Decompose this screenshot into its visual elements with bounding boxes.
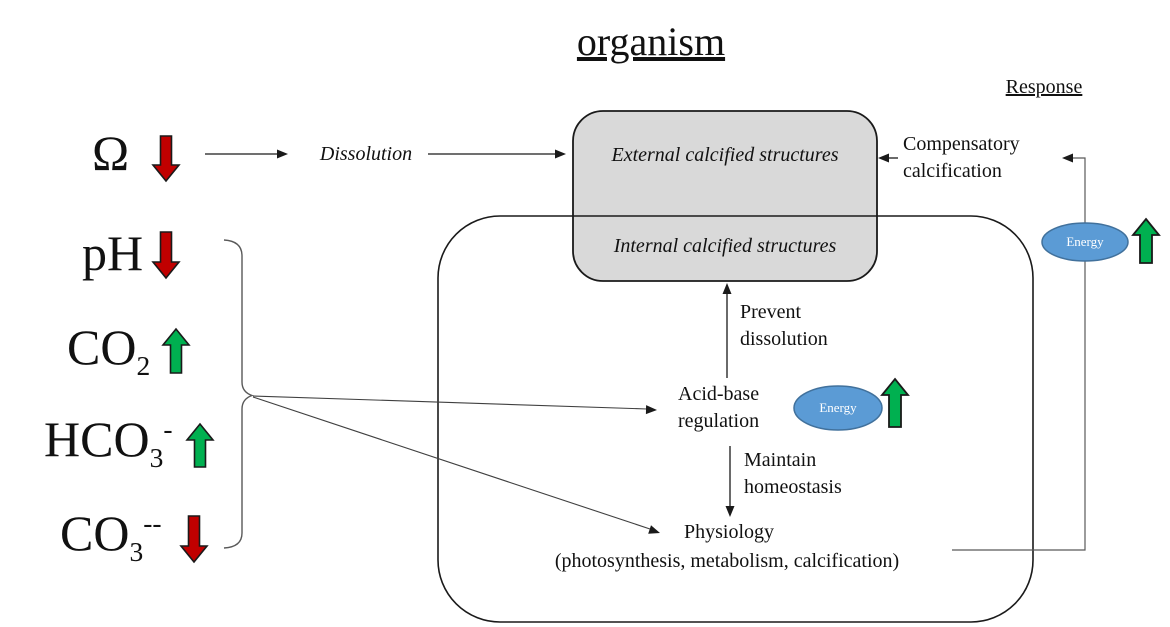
response-heading: Response xyxy=(1005,76,1083,98)
factor-hco3-formula: HCO3- xyxy=(44,411,173,473)
maintain-homeostasis-label: Maintain homeostasis xyxy=(744,449,842,498)
response-energy-ellipse xyxy=(1041,222,1129,262)
ph-decrease-arrow-icon xyxy=(151,231,181,280)
dissolution-label: Dissolution xyxy=(319,143,413,165)
factor-omega: Ω xyxy=(92,128,129,178)
factor-co3: CO3-- xyxy=(60,505,162,567)
physiology-label: Physiology xyxy=(683,521,775,543)
calcified-structures-box xyxy=(572,110,878,282)
acidbase-energy-increase-arrow-icon xyxy=(880,377,910,428)
factor-ph-formula: pH xyxy=(82,225,144,281)
factor-ph: pH xyxy=(82,228,143,278)
factor-hco3: HCO3- xyxy=(44,411,173,473)
physiology-feedback-line xyxy=(952,157,1086,551)
factors-to-acidbase-line xyxy=(252,395,648,410)
factor-omega-formula: Ω xyxy=(92,125,130,181)
omega-decrease-arrow-icon xyxy=(151,135,181,183)
compensatory-to-external-arrowhead-icon xyxy=(878,153,889,163)
prevent-dissolution-label: Prevent dissolution xyxy=(740,301,828,350)
internal-structures-label: Internal calcified structures xyxy=(613,235,837,257)
factors-to-acidbase-arrowhead-icon xyxy=(645,405,657,415)
hco3-increase-arrow-icon xyxy=(185,422,215,468)
diagram-title: organism xyxy=(576,19,726,64)
factors-to-physiology-arrowhead-icon xyxy=(648,525,660,534)
response-energy-increase-arrow-icon xyxy=(1131,217,1161,264)
acidbase-energy-label: Energy xyxy=(819,400,857,415)
external-structures-label: External calcified structures xyxy=(611,144,839,166)
compensatory-calcification-label: Compensatory calcification xyxy=(903,133,1020,182)
acidbase-to-physiology-arrowhead-icon xyxy=(725,506,735,517)
factor-co2: CO2 xyxy=(67,319,151,381)
dissolution-to-external-arrowhead-icon xyxy=(555,149,566,159)
physiology-detail-label: (photosynthesis, metabolism, calcificati… xyxy=(554,550,900,572)
response-energy-label: Energy xyxy=(1066,234,1104,249)
factors-to-physiology-line xyxy=(252,396,651,530)
physiology-feedback-arrowhead-icon xyxy=(1062,153,1073,163)
acid-base-regulation-label: Acid-base regulation xyxy=(678,383,760,432)
acidbase-to-structures-arrowhead-icon xyxy=(722,283,732,294)
organism-body-outline xyxy=(437,215,1034,623)
factor-co2-formula: CO2 xyxy=(67,319,151,381)
co2-increase-arrow-icon xyxy=(161,327,191,374)
acidbase-energy-ellipse xyxy=(793,385,883,431)
omega-to-dissolution-arrowhead-icon xyxy=(277,149,288,159)
factors-group-brace xyxy=(223,239,255,549)
co3-decrease-arrow-icon xyxy=(179,515,209,564)
factor-co3-formula: CO3-- xyxy=(60,505,162,567)
